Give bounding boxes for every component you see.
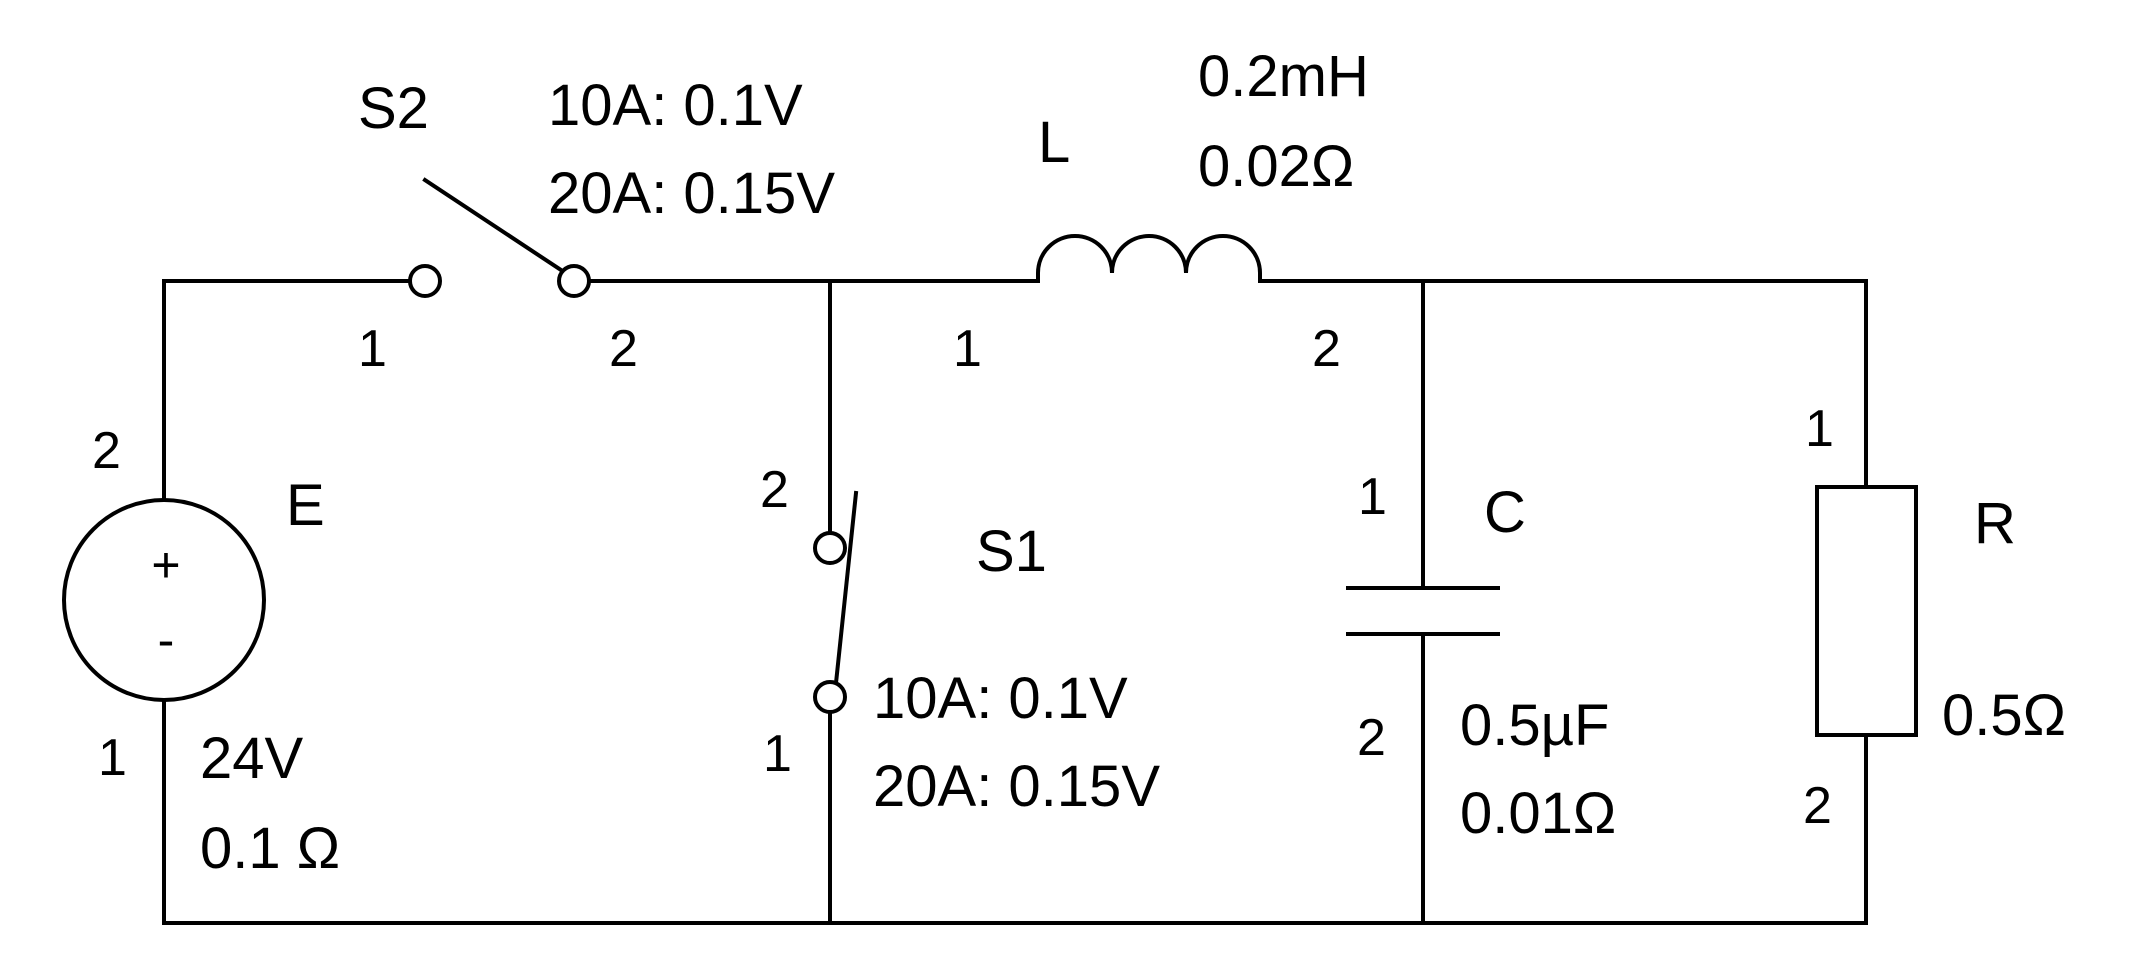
inductor-resistance: 0.02Ω bbox=[1198, 134, 1354, 199]
inductor-l: L 0.2mH 0.02Ω 1 2 bbox=[953, 44, 1369, 378]
s1-blade bbox=[833, 490, 859, 686]
inductor-pin-left: 1 bbox=[953, 320, 982, 378]
s1-rating-2: 20A: 0.15V bbox=[873, 754, 1160, 819]
resistor-name: R bbox=[1974, 491, 2016, 556]
switch-s1: S1 2 1 10A: 0.1V 20A: 0.15V bbox=[760, 461, 1160, 819]
voltage-source-symbol bbox=[62, 498, 266, 702]
resistor-value: 0.5Ω bbox=[1942, 683, 2066, 748]
resistor-pin-top: 1 bbox=[1805, 400, 1834, 458]
s1-terminal-1 bbox=[813, 680, 847, 714]
s2-pin-left: 1 bbox=[358, 320, 387, 378]
inductor-name: L bbox=[1038, 110, 1070, 175]
resistor-pin-bottom: 2 bbox=[1803, 777, 1832, 835]
capacitor-value: 0.5µF bbox=[1460, 693, 1609, 758]
s2-rating-1: 10A: 0.1V bbox=[548, 73, 803, 138]
wires bbox=[162, 279, 1868, 925]
capacitor-c: C 1 2 0.5µF 0.01Ω bbox=[1346, 468, 1616, 846]
capacitor-pin-top: 1 bbox=[1358, 468, 1387, 526]
s2-rating-2: 20A: 0.15V bbox=[548, 161, 835, 226]
plus-sign: + bbox=[151, 537, 180, 593]
switch-s2: S2 1 2 10A: 0.1V 20A: 0.15V bbox=[358, 73, 835, 378]
source-resistance: 0.1 Ω bbox=[200, 816, 340, 881]
source-name: E bbox=[286, 473, 325, 538]
s1-pin-bottom: 1 bbox=[763, 725, 792, 783]
s1-pin-top: 2 bbox=[760, 461, 789, 519]
capacitor-resistance: 0.01Ω bbox=[1460, 781, 1616, 846]
source-voltage: 24V bbox=[200, 726, 304, 791]
resistor-body bbox=[1815, 485, 1918, 737]
s1-terminal-2 bbox=[813, 531, 847, 565]
s2-pin-right: 2 bbox=[609, 320, 638, 378]
s1-rating-1: 10A: 0.1V bbox=[873, 666, 1128, 731]
source-pin-bottom: 1 bbox=[98, 729, 127, 787]
s2-terminal-2 bbox=[557, 264, 591, 298]
s2-name: S2 bbox=[358, 76, 429, 141]
capacitor-pin-bottom: 2 bbox=[1357, 709, 1386, 767]
minus-sign: - bbox=[158, 612, 175, 668]
s2-blade bbox=[422, 177, 570, 277]
source-pin-top: 2 bbox=[92, 422, 121, 480]
resistor-r: R 1 2 0.5Ω bbox=[1803, 400, 2066, 835]
inductor-coil bbox=[1036, 234, 1262, 283]
s2-terminal-1 bbox=[408, 264, 442, 298]
inductor-value: 0.2mH bbox=[1198, 44, 1369, 109]
capacitor-name: C bbox=[1484, 480, 1526, 545]
inductor-pin-right: 2 bbox=[1312, 320, 1341, 378]
s1-name: S1 bbox=[976, 519, 1047, 584]
voltage-source-e: + - E 2 1 24V 0.1 Ω bbox=[62, 422, 340, 881]
